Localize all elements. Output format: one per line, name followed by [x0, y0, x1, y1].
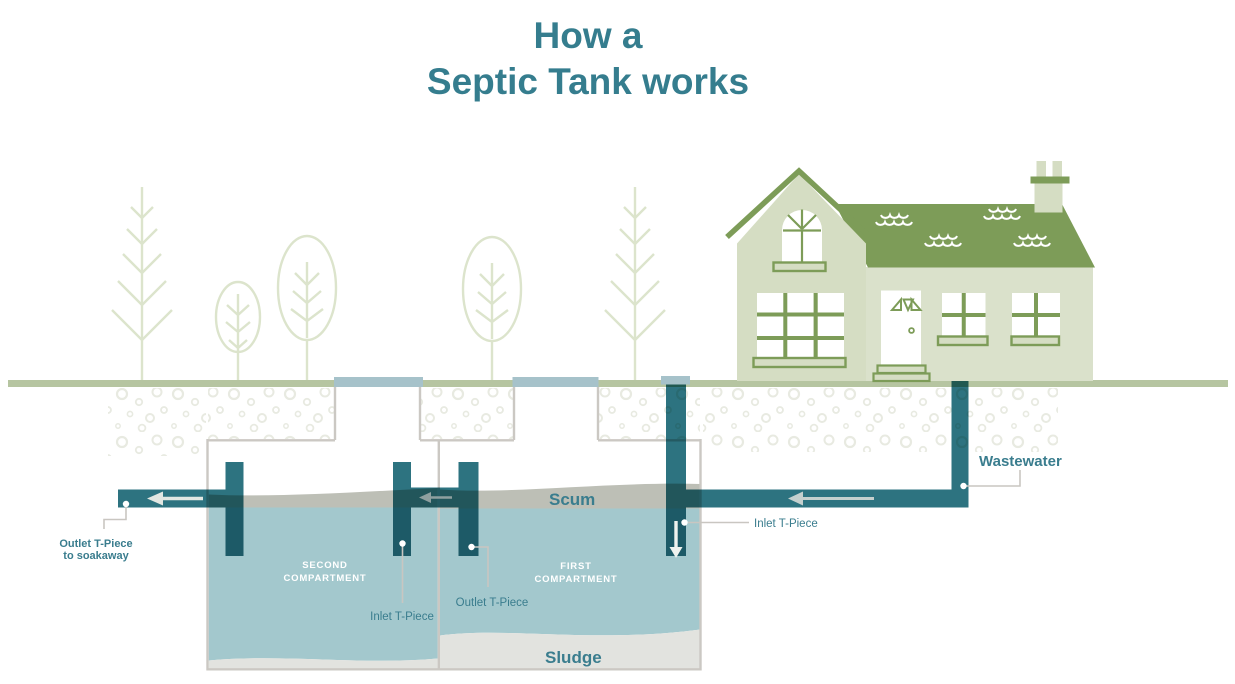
- outlet-soakaway-label-line1: Outlet T-Piece: [59, 538, 132, 550]
- scum-first-compartment: [440, 483, 701, 509]
- first-compartment-label-line2: COMPARTMENT: [534, 574, 617, 585]
- inlet-t-piece-second-label: Inlet T-Piece: [370, 611, 434, 623]
- outlet-soakaway-label-line2: to soakaway: [63, 550, 129, 562]
- ground-line: [8, 380, 1228, 387]
- trees: [110, 185, 667, 387]
- inlet-pipe-cap: [661, 376, 690, 385]
- outlet-t-piece-first: [458, 462, 479, 556]
- house: [725, 161, 1095, 383]
- second-compartment-label-line1: SECOND: [302, 560, 347, 571]
- outlet-t-piece-soakaway: [225, 462, 244, 556]
- soil-texture: [108, 388, 1058, 456]
- soakaway-leader: [103, 507, 127, 529]
- window-a: [936, 293, 989, 347]
- gable-big-window: [752, 293, 847, 369]
- leader-dot: [681, 519, 688, 526]
- tank-lids: [334, 376, 690, 387]
- sludge-label: Sludge: [545, 648, 602, 667]
- outlet-flow-arrow-icon: [147, 491, 203, 506]
- wastewater-flow-arrow-icon: [788, 491, 874, 506]
- window-b: [1010, 293, 1061, 347]
- access-shaft-walls: [333, 387, 600, 440]
- inlet-t-piece-main: [666, 377, 686, 556]
- chimney: [1030, 161, 1070, 213]
- tank-structure: [206, 387, 702, 671]
- outlet-first-leader: [473, 546, 489, 587]
- wastewater-leader: [966, 470, 1021, 487]
- flow-arrows: [147, 491, 874, 558]
- leader-dot: [960, 482, 967, 490]
- diagram-labels: Wastewater Inlet T-Piece Outlet T-Piece …: [59, 453, 1062, 667]
- title-line-1: How a: [534, 15, 643, 56]
- inlet-t-piece-second: [393, 462, 411, 556]
- inlet-down-arrow-icon: [669, 521, 683, 558]
- sludge-first-compartment: [440, 629, 701, 669]
- leader-lines: [103, 470, 1021, 603]
- front-door: [872, 290, 931, 383]
- tank-contents: [208, 483, 701, 669]
- fir-tree-left: [110, 185, 174, 387]
- gable-roof: [725, 167, 872, 240]
- manhole-lid-left: [334, 377, 423, 387]
- leader-dots: [122, 482, 967, 551]
- transfer-flow-arrow-icon: [419, 492, 452, 503]
- scum-label: Scum: [549, 490, 595, 509]
- wastewater-pipe: [686, 381, 969, 508]
- leader-dot: [122, 500, 130, 508]
- water-second-compartment: [208, 506, 438, 661]
- arched-window: [772, 209, 827, 273]
- oval-tree-right: [461, 235, 523, 385]
- wastewater-label: Wastewater: [979, 453, 1062, 470]
- oval-tree-small: [214, 280, 262, 385]
- door-knob: [908, 327, 915, 334]
- title-line-2: Septic Tank works: [427, 61, 749, 102]
- inlet-t-piece-main-label: Inlet T-Piece: [754, 518, 818, 530]
- manhole-lid-right: [512, 377, 599, 387]
- outlet-t-piece-first-label: Outlet T-Piece: [456, 597, 529, 609]
- leader-dot: [468, 543, 475, 551]
- water-first-compartment: [440, 507, 701, 636]
- scum-second-compartment: [208, 488, 438, 508]
- fir-tree-middle: [603, 185, 667, 387]
- leader-dot: [399, 540, 406, 547]
- pipes: [118, 377, 969, 556]
- second-compartment-label-line2: COMPARTMENT: [283, 573, 366, 584]
- house-roof: [835, 204, 1095, 268]
- oval-tree-left: [276, 234, 338, 385]
- sludge-second-compartment: [208, 658, 438, 669]
- first-compartment-label-line1: FIRST: [560, 561, 591, 572]
- title: How a Septic Tank works: [427, 15, 749, 102]
- tank-outline: [206, 439, 702, 671]
